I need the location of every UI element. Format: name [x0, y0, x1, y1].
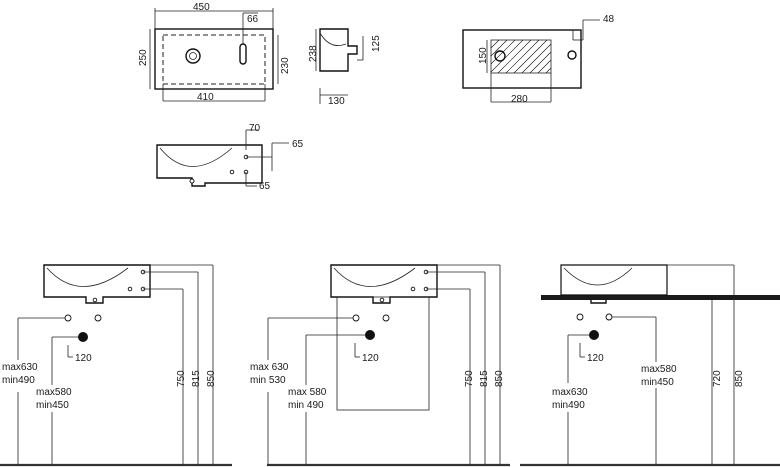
installation-countertop: 720 850 120 max580 min450 max630 min490 [520, 264, 780, 467]
dim-48: 48 [603, 14, 615, 25]
waste-pipe [78, 332, 88, 342]
waste-height-min: min450 [36, 400, 69, 411]
side-view: 238 125 130 [308, 28, 382, 107]
front-view-holes: 70 65 65 [156, 123, 304, 192]
hatch-lines [490, 39, 552, 74]
dim-125: 125 [371, 35, 382, 52]
tap-height-max-3: max630 [552, 387, 588, 398]
dim-815: 815 [191, 370, 202, 387]
dim-66: 66 [247, 14, 259, 25]
side-profile [319, 28, 358, 72]
dim-120: 120 [75, 353, 92, 364]
basin-front-3 [560, 264, 668, 296]
dim-410: 410 [197, 92, 214, 103]
dim-230: 230 [280, 57, 291, 74]
countertop-slab [541, 295, 780, 300]
hatched-cutout [490, 39, 552, 74]
dim-238: 238 [308, 45, 319, 62]
installation-pedestal: 750 815 850 120 max 630 min 530 max 580 … [250, 264, 510, 467]
dim-850-3: 850 [734, 370, 745, 387]
dim-120-3: 120 [587, 353, 604, 364]
tap-connection [64, 314, 72, 322]
cabinet-outline [336, 296, 430, 411]
tap-height-min-3: min490 [552, 400, 585, 411]
waste-height-max-3: max580 [641, 364, 677, 375]
drain-inner [189, 52, 197, 60]
tap-height-min-2: min 530 [250, 375, 286, 386]
tap-height-max-2: max 630 [250, 362, 289, 373]
installation-wall-hung: 750 815 850 120 max630 min490 max580 min… [0, 264, 232, 467]
dim-850-2: 850 [494, 370, 505, 387]
cutout-basin-outline [462, 29, 582, 89]
tap-height-min: min490 [2, 375, 35, 386]
dim-720: 720 [712, 370, 723, 387]
dim-850: 850 [206, 370, 217, 387]
dim-280: 280 [511, 94, 528, 105]
tap-connection-2 [94, 314, 102, 322]
drain-circle [185, 48, 201, 64]
dim-815-2: 815 [479, 370, 490, 387]
waste-height-min-2: min 490 [288, 400, 324, 411]
plan-view-cutout: 48 150 280 [462, 14, 615, 105]
dim-120-2: 120 [362, 353, 379, 364]
cutout-drain [494, 50, 506, 62]
basin-outline [154, 28, 274, 90]
waste-height-min-3: min450 [641, 377, 674, 388]
plan-view-top: 450 66 250 230 410 [138, 2, 291, 103]
tap-height-max: max630 [2, 362, 38, 373]
waste-height-max-2: max 580 [288, 387, 327, 398]
dim-70: 70 [249, 123, 261, 134]
dim-750-2: 750 [464, 370, 475, 387]
dim-130: 130 [328, 96, 345, 107]
tap-hole [239, 43, 247, 65]
dim-65-lower: 65 [259, 181, 271, 192]
dim-450: 450 [193, 2, 210, 13]
dim-750: 750 [176, 370, 187, 387]
dim-250: 250 [138, 49, 149, 66]
basin-front [43, 264, 151, 304]
dim-65-upper: 65 [292, 139, 304, 150]
waste-height-max: max580 [36, 387, 72, 398]
cutout-tap-hole [567, 50, 577, 60]
basin-inner-dashed [162, 34, 266, 85]
dim-150: 150 [478, 47, 489, 64]
front-profile [156, 144, 263, 187]
